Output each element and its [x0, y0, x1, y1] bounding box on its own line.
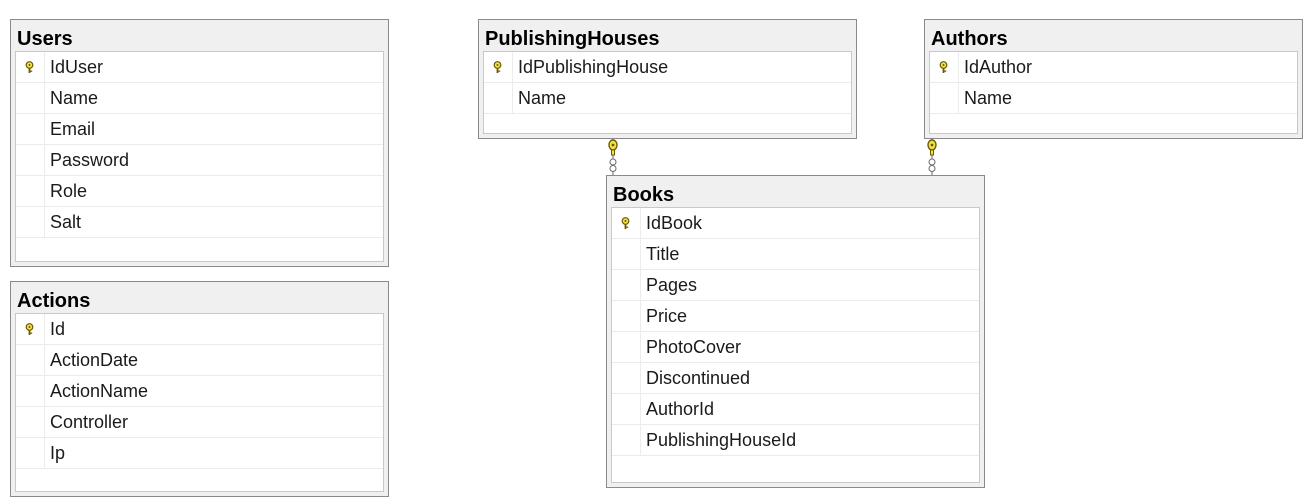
- column-row[interactable]: Ip: [16, 438, 383, 469]
- row-selector: [16, 207, 45, 237]
- row-selector: [484, 52, 513, 82]
- column-row[interactable]: Pages: [612, 270, 979, 301]
- row-selector: [612, 301, 641, 331]
- row-selector: [930, 83, 959, 113]
- row-selector: [612, 208, 641, 238]
- column-name: Email: [50, 119, 96, 139]
- row-selector: [16, 314, 45, 344]
- column-name: Id: [50, 319, 66, 339]
- column-name: IdBook: [646, 213, 703, 233]
- column-name: Name: [518, 88, 567, 108]
- relationship-publishinghouses-books[interactable]: [608, 138, 618, 176]
- column-row[interactable]: Role: [16, 176, 383, 207]
- column-row[interactable]: IdBook: [612, 208, 979, 239]
- column-row[interactable]: Title: [612, 239, 979, 270]
- row-selector: [16, 376, 45, 406]
- row-selector: [16, 345, 45, 375]
- column-row[interactable]: Discontinued: [612, 363, 979, 394]
- column-name: IdAuthor: [964, 57, 1033, 77]
- column-row[interactable]: Id: [16, 314, 383, 345]
- row-selector: [484, 83, 513, 113]
- primary-key-icon: [25, 323, 34, 335]
- column-row[interactable]: ActionDate: [16, 345, 383, 376]
- infinity-end-icon: [928, 158, 936, 172]
- column-row[interactable]: Name: [930, 83, 1297, 114]
- row-selector: [612, 239, 641, 269]
- column-row[interactable]: Price: [612, 301, 979, 332]
- row-selector: [16, 407, 45, 437]
- table-title: Books: [613, 184, 675, 206]
- relationship-authors-books[interactable]: [927, 138, 937, 176]
- infinity-end-icon: [609, 158, 617, 172]
- column-row[interactable]: Name: [16, 83, 383, 114]
- column-row[interactable]: AuthorId: [612, 394, 979, 425]
- primary-key-icon: [621, 217, 630, 229]
- key-end-icon: [927, 139, 937, 156]
- column-name: Title: [646, 244, 680, 264]
- row-selector: [612, 394, 641, 424]
- row-selector: [16, 438, 45, 468]
- column-name: Salt: [50, 212, 82, 232]
- column-row[interactable]: Controller: [16, 407, 383, 438]
- column-name: Name: [964, 88, 1013, 108]
- row-selector: [612, 363, 641, 393]
- column-row[interactable]: IdAuthor: [930, 52, 1297, 83]
- row-selector: [612, 270, 641, 300]
- column-row[interactable]: Password: [16, 145, 383, 176]
- column-name: IdUser: [50, 57, 104, 77]
- column-name: ActionDate: [50, 350, 139, 370]
- table-title: Actions: [17, 290, 91, 312]
- row-selector: [16, 83, 45, 113]
- primary-key-icon: [25, 61, 34, 73]
- table-title: Authors: [931, 28, 1008, 50]
- row-selector: [16, 176, 45, 206]
- column-row[interactable]: PhotoCover: [612, 332, 979, 363]
- column-name: Price: [646, 306, 688, 326]
- column-name: ActionName: [50, 381, 149, 401]
- column-row[interactable]: Name: [484, 83, 851, 114]
- column-row[interactable]: Salt: [16, 207, 383, 238]
- row-selector: [612, 332, 641, 362]
- column-name: AuthorId: [646, 399, 715, 419]
- column-name: Password: [50, 150, 130, 170]
- row-selector: [16, 114, 45, 144]
- table-title: PublishingHouses: [485, 28, 660, 50]
- key-end-icon: [608, 139, 618, 156]
- column-row[interactable]: IdPublishingHouse: [484, 52, 851, 83]
- column-name: PublishingHouseId: [646, 430, 797, 450]
- primary-key-icon: [493, 61, 502, 73]
- row-selector: [612, 425, 641, 455]
- column-name: Controller: [50, 412, 129, 432]
- primary-key-icon: [939, 61, 948, 73]
- column-name: IdPublishingHouse: [518, 57, 669, 77]
- row-selector: [16, 52, 45, 82]
- column-name: Pages: [646, 275, 698, 295]
- column-name: PhotoCover: [646, 337, 742, 357]
- row-selector: [16, 145, 45, 175]
- column-row[interactable]: PublishingHouseId: [612, 425, 979, 456]
- column-name: Name: [50, 88, 99, 108]
- column-row[interactable]: ActionName: [16, 376, 383, 407]
- table-title: Users: [17, 28, 73, 50]
- column-name: Discontinued: [646, 368, 751, 388]
- column-name: Role: [50, 181, 88, 201]
- row-selector: [930, 52, 959, 82]
- column-row[interactable]: Email: [16, 114, 383, 145]
- column-row[interactable]: IdUser: [16, 52, 383, 83]
- column-name: Ip: [50, 443, 66, 463]
